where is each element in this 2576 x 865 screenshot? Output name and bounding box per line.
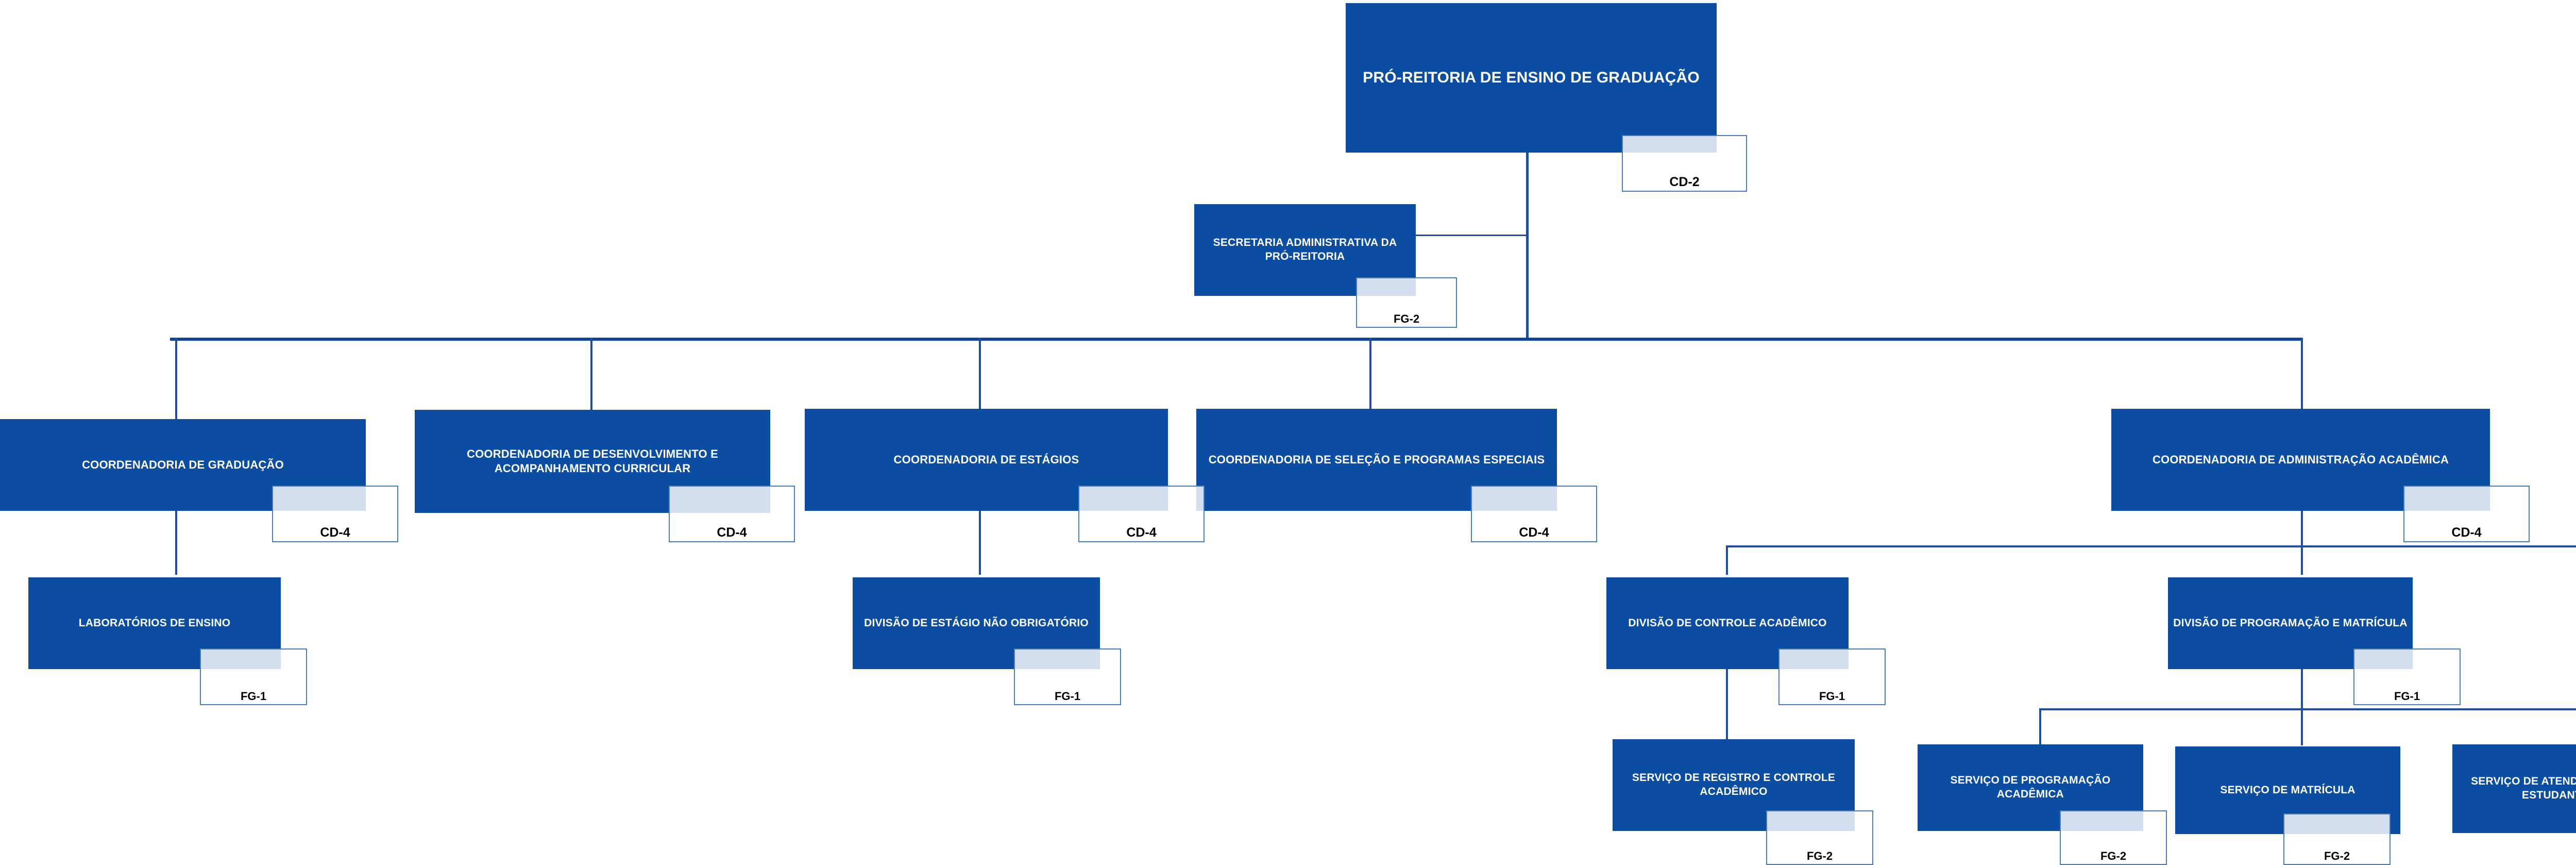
connector-secretaria-elbow bbox=[1413, 235, 1529, 236]
node-label: LABORATÓRIOS DE ENSINO bbox=[78, 617, 231, 629]
connector-coord5-stem bbox=[2301, 505, 2303, 546]
connector-drop-servico-matricula bbox=[2301, 708, 2303, 745]
badge-divisao-programacao-fg1[interactable]: FG-1 bbox=[2353, 648, 2461, 705]
node-label: DIVISÃO DE ESTÁGIO NÃO OBRIGATÓRIO bbox=[864, 617, 1089, 629]
node-servico-atendimento-estudante[interactable]: SERVIÇO DE ATENDIMENTO AO ESTUDANTE bbox=[2452, 744, 2576, 833]
connector-drop-div-controle bbox=[1726, 545, 1728, 575]
badge-coordenadoria-administracao-cd4[interactable]: CD-4 bbox=[2403, 486, 2530, 542]
badge-label: FG-2 bbox=[1393, 312, 1420, 325]
badge-divisao-estagio-fg1[interactable]: FG-1 bbox=[1014, 648, 1121, 705]
badge-label: CD-4 bbox=[2451, 525, 2482, 540]
node-coordenadoria-desenvolvimento-acompanhamento-curricular[interactable]: COORDENADORIA DE DESENVOLVIMENTO E ACOMP… bbox=[415, 410, 770, 513]
connector-root-stem bbox=[1526, 152, 1529, 338]
badge-coordenadoria-selecao-cd4[interactable]: CD-4 bbox=[1471, 486, 1597, 542]
node-label: SERVIÇO DE REGISTRO E CONTROLE ACADÊMICO bbox=[1632, 772, 1836, 797]
connector-servicos-bus bbox=[2039, 708, 2576, 710]
badge-label: CD-4 bbox=[1519, 525, 1549, 540]
badge-label: FG-2 bbox=[1806, 850, 1833, 862]
node-label: PRÓ-REITORIA DE ENSINO DE GRADUAÇÃO bbox=[1363, 69, 1700, 86]
connector-drop-servico-programacao bbox=[2039, 708, 2041, 745]
node-servico-registro-controle-academico[interactable]: SERVIÇO DE REGISTRO E CONTROLE ACADÊMICO bbox=[1613, 739, 1855, 831]
node-label: DIVISÃO DE CONTROLE ACADÊMICO bbox=[1628, 617, 1827, 629]
badge-label: CD-2 bbox=[1669, 175, 1700, 189]
badge-laboratorios-fg1[interactable]: FG-1 bbox=[200, 648, 307, 705]
node-label: COORDENADORIA DE ESTÁGIOS bbox=[893, 453, 1079, 466]
badge-label: FG-1 bbox=[1054, 690, 1081, 703]
badge-label: CD-4 bbox=[717, 525, 747, 540]
connector-drop-coord-2 bbox=[590, 338, 592, 420]
node-label: COORDENADORIA DE ADMINISTRAÇÃO ACADÊMICA bbox=[2152, 453, 2449, 466]
connector-level2-bus bbox=[170, 338, 2303, 341]
connector-coord3-to-divestagio bbox=[979, 505, 981, 575]
node-label: COORDENADORIA DE SELEÇÃO E PROGRAMAS ESP… bbox=[1208, 453, 1545, 466]
connector-drop-coord-5 bbox=[2301, 338, 2303, 420]
badge-coordenadoria-desenvolvimento-cd4[interactable]: CD-4 bbox=[669, 486, 795, 542]
badge-coordenadoria-graduacao-cd4[interactable]: CD-4 bbox=[272, 486, 398, 542]
node-servico-programacao-academica[interactable]: SERVIÇO DE PROGRAMAÇÃO ACADÊMICA bbox=[1918, 744, 2143, 831]
connector-drop-coord-1 bbox=[175, 338, 177, 420]
node-pro-reitoria-ensino-graduacao[interactable]: PRÓ-REITORIA DE ENSINO DE GRADUAÇÃO bbox=[1346, 3, 1717, 153]
badge-label: CD-4 bbox=[320, 525, 350, 540]
node-label: SERVIÇO DE MATRÍCULA bbox=[2220, 784, 2355, 796]
badge-label: FG-1 bbox=[2394, 690, 2420, 703]
badge-label: FG-2 bbox=[2324, 850, 2350, 862]
node-secretaria-administrativa[interactable]: SECRETARIA ADMINISTRATIVA DA PRÓ-REITORI… bbox=[1194, 204, 1416, 296]
connector-divprog-stem bbox=[2301, 669, 2303, 709]
node-label: COORDENADORIA DE GRADUAÇÃO bbox=[82, 458, 284, 471]
badge-secretaria-fg2[interactable]: FG-2 bbox=[1356, 277, 1457, 328]
node-label: SERVIÇO DE PROGRAMAÇÃO ACADÊMICA bbox=[1950, 774, 2111, 800]
badge-divisao-controle-fg1[interactable]: FG-1 bbox=[1778, 648, 1886, 705]
badge-label: CD-4 bbox=[1126, 525, 1157, 540]
badge-coordenadoria-estagios-cd4[interactable]: CD-4 bbox=[1078, 486, 1205, 542]
connector-drop-coord-4 bbox=[1369, 338, 1371, 420]
badge-servico-programacao-fg2[interactable]: FG-2 bbox=[2060, 810, 2167, 865]
badge-root-cd2[interactable]: CD-2 bbox=[1622, 135, 1747, 192]
connector-drop-coord-3 bbox=[979, 338, 981, 420]
badge-servico-registro-controle-fg2[interactable]: FG-2 bbox=[1766, 810, 1873, 865]
connector-level3-bus bbox=[1726, 545, 2576, 547]
connector-drop-div-programacao bbox=[2301, 545, 2303, 575]
node-label: SECRETARIA ADMINISTRATIVA DA PRÓ-REITORI… bbox=[1213, 237, 1397, 262]
node-label: SERVIÇO DE ATENDIMENTO AO ESTUDANTE bbox=[2471, 775, 2576, 801]
node-label: DIVISÃO DE PROGRAMAÇÃO E MATRÍCULA bbox=[2173, 617, 2408, 629]
badge-label: FG-2 bbox=[2100, 850, 2127, 862]
connector-coord1-to-lab bbox=[175, 505, 177, 575]
node-label: COORDENADORIA DE DESENVOLVIMENTO E ACOMP… bbox=[467, 447, 718, 475]
badge-label: FG-1 bbox=[240, 690, 267, 703]
connector-divcontrole-to-servico bbox=[1726, 669, 1728, 746]
badge-servico-matricula-fg2[interactable]: FG-2 bbox=[2283, 813, 2391, 865]
badge-label: FG-1 bbox=[1819, 690, 1845, 703]
